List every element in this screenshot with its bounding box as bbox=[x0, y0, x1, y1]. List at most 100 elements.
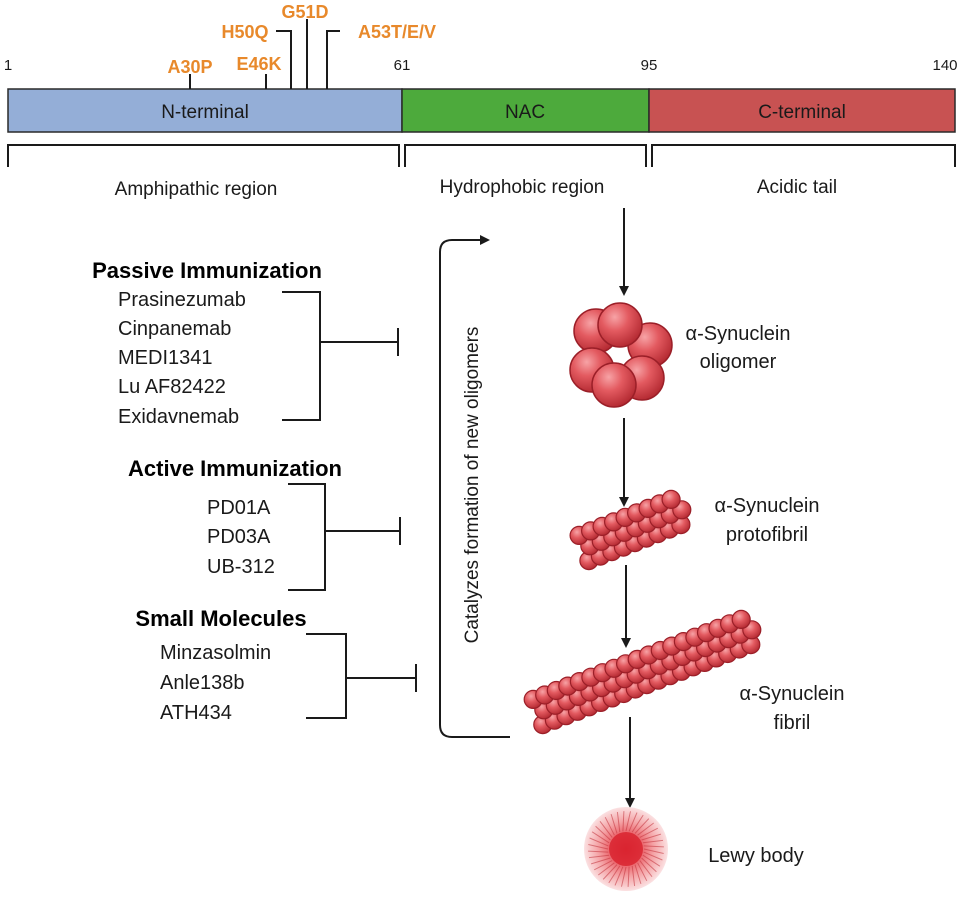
lewy-filament bbox=[641, 833, 662, 841]
lewy-filament bbox=[631, 814, 644, 833]
active-bracket bbox=[288, 483, 326, 591]
position-label-1: 1 bbox=[4, 57, 12, 74]
active-immunization-group: Active Immunization PD01A PD03A UB-312 bbox=[128, 456, 401, 591]
lewy-filament bbox=[621, 866, 627, 887]
position-label-140: 140 bbox=[932, 57, 957, 74]
passive-bracket bbox=[282, 291, 321, 421]
lewy-filament bbox=[591, 831, 610, 844]
protein-domain-map: 1 61 95 140 N-terminal NAC C-terminal A3… bbox=[4, 2, 958, 200]
lewy-body bbox=[584, 807, 668, 891]
mutation-e46k: E46K bbox=[236, 54, 281, 74]
lewy-filament bbox=[614, 866, 624, 886]
passive-immunization-group: Passive Immunization Prasinezumab Cinpan… bbox=[92, 258, 399, 428]
fibril-cluster bbox=[523, 609, 762, 735]
therapy-ath434: ATH434 bbox=[160, 702, 232, 724]
mutation-tick-h50q bbox=[276, 30, 292, 89]
therapy-pd03a: PD03A bbox=[207, 526, 271, 548]
region-amphipathic: Amphipathic region bbox=[115, 179, 278, 200]
region-acidic: Acidic tail bbox=[757, 177, 837, 198]
mutation-tick-a53t bbox=[326, 30, 340, 89]
lewy-filament bbox=[634, 864, 642, 885]
nac-label: NAC bbox=[505, 102, 545, 123]
lewy-filament bbox=[593, 860, 613, 871]
nac-domain bbox=[401, 88, 650, 133]
protofibril-label-line2: protofibril bbox=[726, 524, 808, 546]
c-terminal-domain bbox=[648, 88, 956, 133]
lewy-filament bbox=[628, 812, 638, 832]
protofibril-label-line1: α-Synuclein bbox=[715, 495, 820, 517]
oligomer-label-line2: oligomer bbox=[700, 351, 777, 373]
lewy-filament bbox=[589, 837, 609, 847]
lewy-filament bbox=[627, 866, 630, 887]
therapy-anle138b: Anle138b bbox=[160, 672, 245, 694]
lewy-filament bbox=[608, 865, 621, 884]
lewy-filament bbox=[588, 844, 609, 850]
lewy-filament bbox=[595, 825, 611, 841]
oligomer-cluster bbox=[569, 302, 673, 408]
therapy-cinpanemab: Cinpanemab bbox=[118, 318, 231, 340]
small-molecules-title: Small Molecules bbox=[135, 606, 306, 631]
lewy-filament bbox=[637, 822, 655, 836]
lewy-filament bbox=[641, 857, 657, 873]
small-molecules-group: Small Molecules Minzasolmin Anle138b ATH… bbox=[135, 606, 417, 724]
therapy-prasinezumab: Prasinezumab bbox=[118, 289, 246, 311]
lewy-filament bbox=[599, 820, 613, 838]
therapy-minzasolmin: Minzasolmin bbox=[160, 642, 271, 664]
n-terminal-domain bbox=[7, 88, 403, 133]
therapy-pd01a: PD01A bbox=[207, 497, 271, 519]
n-terminal-label: N-terminal bbox=[161, 102, 249, 123]
lewy-filament bbox=[643, 845, 664, 848]
aggregate-sphere bbox=[661, 489, 681, 509]
therapy-lu-af82422: Lu AF82422 bbox=[118, 376, 226, 398]
position-label-61: 61 bbox=[394, 57, 411, 74]
lewy-filament bbox=[642, 839, 664, 844]
mutation-a30p: A30P bbox=[167, 57, 212, 77]
oligomer-label-line1: α-Synuclein bbox=[686, 323, 791, 345]
oligomer-sphere bbox=[597, 302, 643, 348]
lewy-filament bbox=[604, 816, 615, 836]
therapy-ub-312: UB-312 bbox=[207, 556, 275, 578]
lewy-filament bbox=[639, 827, 659, 838]
lewy-body-filaments bbox=[588, 811, 664, 887]
lewy-filament bbox=[610, 813, 618, 834]
lewy-filament bbox=[631, 865, 636, 887]
lewy-body-core bbox=[609, 832, 643, 866]
protofibril-cluster bbox=[569, 489, 692, 571]
fibril-label-line2: fibril bbox=[774, 712, 811, 734]
region-hydrophobic: Hydrophobic region bbox=[440, 177, 605, 198]
lewy-filament bbox=[588, 850, 609, 853]
therapy-medi1341: MEDI1341 bbox=[118, 347, 213, 369]
bracket-amphipathic bbox=[7, 144, 400, 167]
mutation-h50q: H50Q bbox=[221, 22, 268, 42]
lewy-filament bbox=[588, 854, 610, 859]
lewy-body-label: Lewy body bbox=[708, 845, 804, 867]
bracket-acidic bbox=[651, 144, 956, 167]
position-label-95: 95 bbox=[641, 57, 658, 74]
mutation-a53t-e-v: A53T/E/V bbox=[358, 22, 436, 42]
lewy-filament bbox=[643, 848, 664, 854]
feedback-loop: Catalyzes formation of new oligomers bbox=[439, 235, 510, 738]
passive-immunization-title: Passive Immunization bbox=[92, 258, 322, 283]
oligomer-sphere bbox=[591, 362, 637, 408]
lewy-filament bbox=[642, 854, 661, 867]
fibril-label-line1: α-Synuclein bbox=[740, 683, 845, 705]
lewy-filament bbox=[590, 857, 611, 865]
aggregate-sphere bbox=[731, 609, 751, 630]
lewy-filament bbox=[639, 860, 653, 878]
lewy-filament bbox=[625, 811, 631, 832]
lewy-filament bbox=[643, 851, 663, 861]
active-immunization-title: Active Immunization bbox=[128, 456, 342, 481]
c-terminal-label: C-terminal bbox=[758, 102, 846, 123]
lewy-filament bbox=[602, 864, 618, 880]
lewy-filament bbox=[637, 862, 648, 882]
feedback-loop-path bbox=[439, 235, 510, 738]
aggregation-arrows bbox=[619, 208, 635, 808]
lewy-filament bbox=[622, 811, 625, 832]
therapy-exidavnemab: Exidavnemab bbox=[118, 406, 239, 428]
feedback-loop-label: Catalyzes formation of new oligomers bbox=[462, 327, 483, 644]
lewy-filament bbox=[634, 818, 650, 834]
bracket-hydrophobic bbox=[404, 144, 647, 167]
lewy-filament bbox=[616, 811, 621, 833]
mutation-g51d: G51D bbox=[281, 2, 328, 22]
